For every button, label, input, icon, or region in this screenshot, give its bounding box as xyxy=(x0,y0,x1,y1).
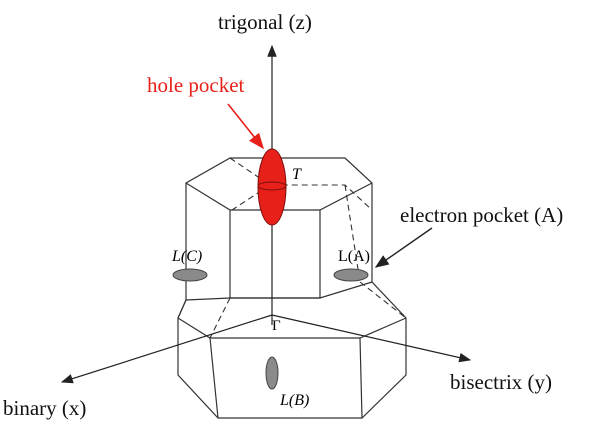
electron-pocket-pointer xyxy=(374,227,433,268)
label-point-gamma: Γ xyxy=(272,318,281,334)
label-point-LA: L(A) xyxy=(338,248,370,265)
label-hole-pocket: hole pocket xyxy=(147,73,245,97)
electron-pocket-LC xyxy=(172,268,208,282)
label-trigonal: trigonal (z) xyxy=(218,10,312,34)
bisectrix-axis xyxy=(271,314,472,363)
label-bisectrix: bisectrix (y) xyxy=(450,370,552,394)
binary-axis xyxy=(60,314,273,384)
zone-outline xyxy=(177,157,407,419)
hidden-edges xyxy=(209,157,407,339)
hole-pocket-ellipse xyxy=(257,148,287,226)
electron-pocket-LA xyxy=(333,268,369,282)
label-point-LB: L(B) xyxy=(279,392,309,409)
label-point-LC: L(C) xyxy=(171,248,202,265)
label-point-T: T xyxy=(292,166,302,183)
label-binary: binary (x) xyxy=(3,396,86,420)
label-electron-pocket: electron pocket (A) xyxy=(400,203,563,227)
hole-pocket-ring xyxy=(257,181,287,191)
hole-pocket-pointer xyxy=(227,103,264,150)
electron-pocket-LB xyxy=(265,356,279,390)
